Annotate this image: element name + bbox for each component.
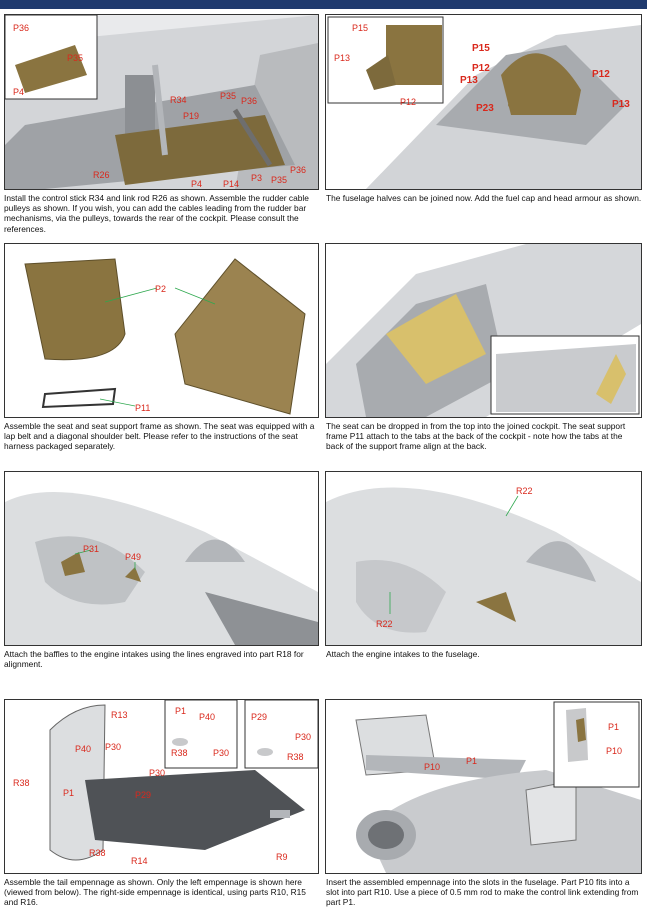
label-p12-b: P12 xyxy=(592,69,610,80)
label-p10-inset: P10 xyxy=(606,746,622,756)
label-p1-inset: P1 xyxy=(608,722,619,732)
label-p11: P11 xyxy=(135,403,150,413)
label-r38-a: R38 xyxy=(13,778,30,788)
label-p30-b: P30 xyxy=(149,768,165,778)
step-5-caption: Attach the baffles to the engine intakes… xyxy=(4,649,304,670)
label-p40: P40 xyxy=(75,744,91,754)
label-p13-inset: P13 xyxy=(334,53,350,63)
label-p4-inset: P4 xyxy=(13,87,24,97)
label-r9: R9 xyxy=(276,852,288,862)
step-8-caption: Insert the assembled empennage into the … xyxy=(326,877,639,908)
label-p19: P19 xyxy=(183,111,199,121)
label-p3: P3 xyxy=(251,173,262,183)
step-7-caption: Assemble the tail empennage as shown. On… xyxy=(4,877,306,908)
step-4-illustration xyxy=(325,243,642,418)
label-p12-inset: P12 xyxy=(400,97,416,107)
label-p1: P1 xyxy=(466,756,477,766)
step-1-caption: Install the control stick R34 and link r… xyxy=(4,193,309,234)
label-r13: R13 xyxy=(111,710,128,720)
label-p29-inset: P29 xyxy=(251,712,267,722)
label-p1: P1 xyxy=(63,788,74,798)
label-p35-b: P35 xyxy=(271,175,287,185)
label-p1-inset: P1 xyxy=(175,706,186,716)
label-p14: P14 xyxy=(223,179,239,189)
label-p15-inset: P15 xyxy=(352,23,368,33)
label-p30-a: P30 xyxy=(105,742,121,752)
step-2-illustration: P15 P13 P12 P15 P12 P13 P12 P23 P13 xyxy=(325,14,642,190)
label-p30-inset-b: P30 xyxy=(295,732,311,742)
label-p36-b: P36 xyxy=(290,165,306,175)
label-p35-a: P35 xyxy=(220,91,236,101)
label-p30-inset-a: P30 xyxy=(213,748,229,758)
label-p40-inset: P40 xyxy=(199,712,215,722)
label-r38-inset-b: R38 xyxy=(287,752,304,762)
label-r26: R26 xyxy=(93,170,110,180)
label-p10: P10 xyxy=(424,762,440,772)
step-3-caption: Assemble the seat and seat support frame… xyxy=(4,421,315,452)
label-p4: P4 xyxy=(191,179,202,189)
label-r34: R34 xyxy=(170,95,187,105)
label-p13-a: P13 xyxy=(460,75,478,86)
step-6-caption: Attach the engine intakes to the fuselag… xyxy=(326,649,480,659)
label-p49: P49 xyxy=(125,552,141,562)
label-p31: P31 xyxy=(83,544,99,554)
step-2-caption: The fuselage halves can be joined now. A… xyxy=(326,193,642,203)
label-r22-a: R22 xyxy=(516,486,533,496)
step-1-illustration: P36 P35 P4 R34 P35 P36 P19 R26 P4 P14 P3… xyxy=(4,14,319,190)
label-p29: P29 xyxy=(135,790,151,800)
label-r38-b: R38 xyxy=(89,848,106,858)
step-5-illustration: P31 P49 xyxy=(4,471,319,646)
label-p36-a: P36 xyxy=(241,96,257,106)
label-r22-b: R22 xyxy=(376,619,393,629)
step-4-caption: The seat can be dropped in from the top … xyxy=(326,421,626,452)
label-r14: R14 xyxy=(131,856,148,866)
step-3-illustration: P2 P11 xyxy=(4,243,319,418)
label-p23: P23 xyxy=(476,103,494,114)
label-r38-inset-a: R38 xyxy=(171,748,188,758)
label-p35-inset: P35 xyxy=(67,53,83,63)
step-7-illustration: R13 P40 P30 R38 P1 P30 P29 R38 R14 R9 P1… xyxy=(4,699,319,874)
step-6-illustration: R22 R22 xyxy=(325,471,642,646)
label-p13-b: P13 xyxy=(612,99,630,110)
label-p2: P2 xyxy=(155,284,166,294)
step-8-illustration: P10 P1 P1 P10 xyxy=(325,699,642,874)
label-p15: P15 xyxy=(472,43,490,54)
label-p36-inset: P36 xyxy=(13,23,29,33)
label-p12-a: P12 xyxy=(472,63,490,74)
header-bar xyxy=(0,0,647,9)
